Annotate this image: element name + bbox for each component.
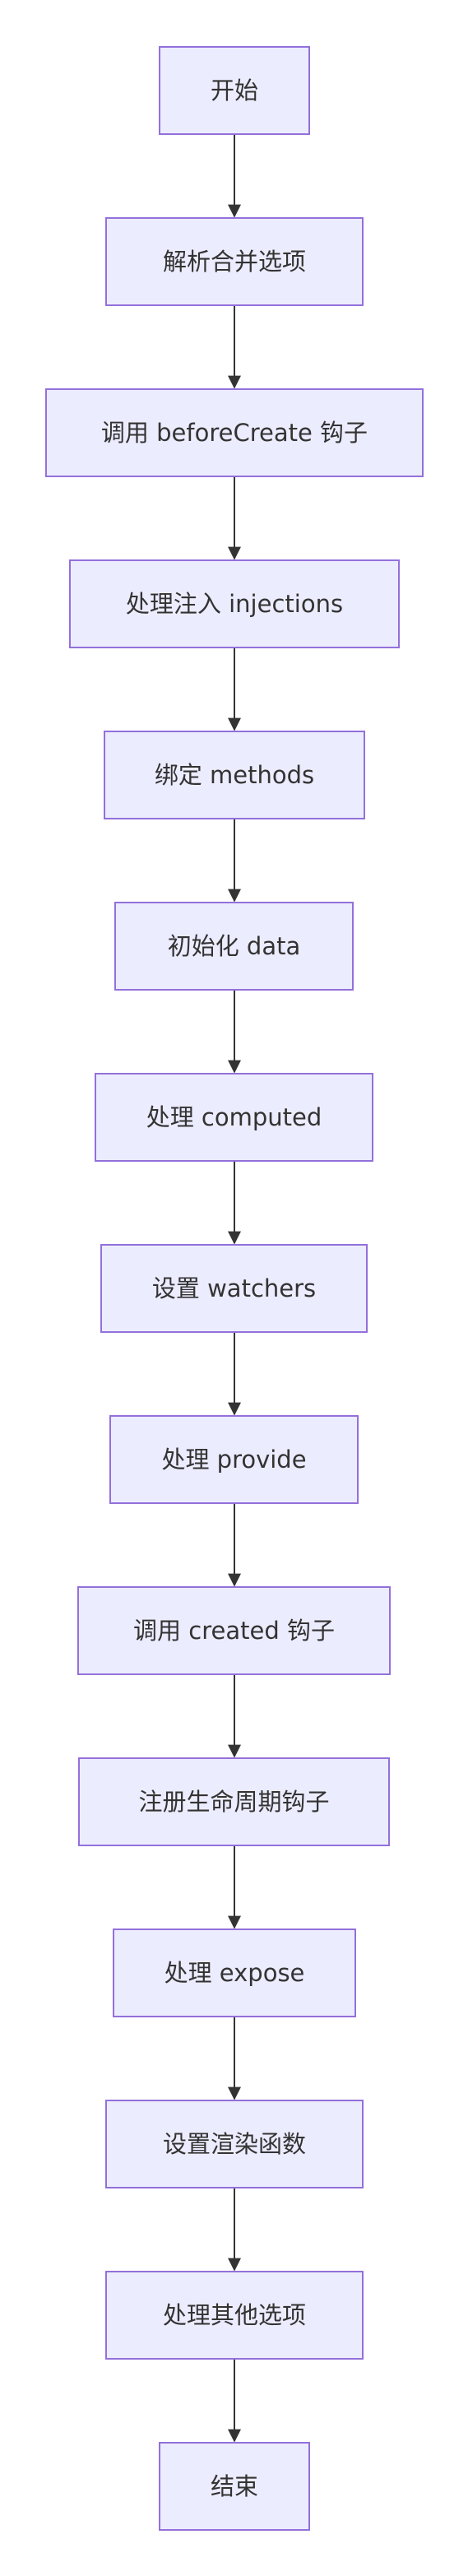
node-before-create-label: 调用 beforeCreate 钩子 [100, 418, 368, 447]
node-created: 调用 created 钩子 [77, 1586, 391, 1675]
node-expose: 处理 expose [113, 1929, 356, 2017]
node-render-fn: 设置渲染函数 [105, 2100, 364, 2188]
node-injections: 处理注入 injections [69, 559, 400, 648]
node-other-options: 处理其他选项 [105, 2271, 364, 2360]
node-provide: 处理 provide [109, 1415, 359, 1504]
node-expose-label: 处理 expose [164, 1958, 305, 1987]
node-end: 结束 [159, 2442, 310, 2531]
node-lifecycle-hooks: 注册生命周期钩子 [78, 1757, 390, 1846]
node-start: 开始 [159, 46, 310, 135]
node-end-label: 结束 [210, 2472, 258, 2500]
node-watchers: 设置 watchers [100, 1244, 368, 1333]
node-methods-label: 绑定 methods [154, 760, 315, 789]
node-parse-options-label: 解析合并选项 [162, 247, 306, 276]
node-other-options-label: 处理其他选项 [162, 2300, 306, 2329]
node-lifecycle-hooks-label: 注册生命周期钩子 [138, 1787, 330, 1816]
node-init-data: 初始化 data [114, 902, 354, 991]
node-init-data-label: 初始化 data [167, 931, 301, 960]
node-created-label: 调用 created 钩子 [133, 1616, 335, 1645]
node-methods: 绑定 methods [104, 731, 365, 819]
node-before-create: 调用 beforeCreate 钩子 [45, 388, 424, 477]
node-provide-label: 处理 provide [161, 1445, 307, 1474]
node-computed-label: 处理 computed [146, 1102, 322, 1131]
node-watchers-label: 设置 watchers [151, 1274, 317, 1302]
node-injections-label: 处理注入 injections [125, 589, 344, 618]
node-computed: 处理 computed [95, 1073, 373, 1162]
node-start-label: 开始 [210, 76, 258, 104]
node-parse-options: 解析合并选项 [105, 217, 364, 306]
node-render-fn-label: 设置渲染函数 [162, 2129, 306, 2158]
